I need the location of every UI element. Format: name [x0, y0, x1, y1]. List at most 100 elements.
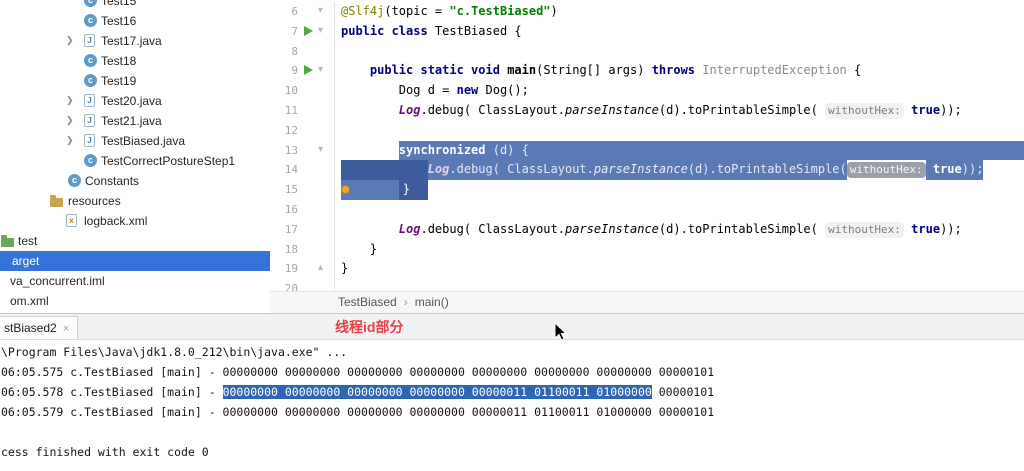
code-text[interactable]: Log.debug( ClassLayout.parseInstance(d).…: [335, 101, 1024, 121]
tree-item-label: Test15: [101, 0, 137, 8]
token: Log: [398, 221, 421, 236]
code-text[interactable]: @Slf4j(topic = "c.TestBiased"): [335, 2, 1024, 22]
tree-item[interactable]: ❯TestBiased.java: [0, 131, 270, 151]
gutter-cell: 20: [270, 279, 335, 291]
code-text[interactable]: synchronized (d) {: [335, 140, 1024, 161]
tree-item[interactable]: ❯Test17.java: [0, 31, 270, 51]
tree-item[interactable]: Test19: [0, 71, 270, 91]
gutter-cell: 19▴: [270, 259, 335, 280]
fold-icon[interactable]: ▾: [318, 143, 324, 155]
tree-item[interactable]: Test18: [0, 51, 270, 71]
code-editor[interactable]: 6 ▾ @Slf4j(topic = "c.TestBiased") 7 ▾ public…: [270, 0, 1024, 291]
code-text[interactable]: }: [335, 240, 1024, 260]
console-panel: stBiased2× 线程id部分 \Program Files\Java\jd…: [0, 313, 1024, 471]
tree-item[interactable]: Test16: [0, 11, 270, 31]
breadcrumb-method[interactable]: main(): [414, 295, 449, 309]
code-text[interactable]: Log.debug( ClassLayout.parseInstance(d).…: [335, 160, 1024, 181]
line-number: 15: [284, 183, 298, 197]
line-number: 12: [284, 123, 298, 137]
gutter-cell: 16: [270, 199, 335, 220]
tree-item[interactable]: TestCorrectPostureStep1: [0, 151, 270, 171]
token: ));: [940, 102, 962, 117]
tree-item[interactable]: logback.xml: [0, 211, 270, 231]
class-icon: [84, 14, 97, 27]
console-segment: 06:05.578 c.TestBiased [main] -: [1, 385, 223, 399]
tree-item[interactable]: om.xml: [0, 291, 270, 311]
line-number: 10: [284, 84, 298, 98]
breakpoint-dot-icon[interactable]: [341, 185, 350, 195]
tree-item-label: Test21.java: [101, 114, 162, 128]
breadcrumb-class[interactable]: TestBiased: [338, 295, 397, 309]
class-icon: [84, 154, 97, 167]
code-text[interactable]: public class TestBiased {: [335, 22, 1024, 42]
tree-item-label: om.xml: [10, 294, 49, 308]
token: InterruptedException: [702, 63, 847, 78]
line-number: 6: [291, 5, 298, 18]
chevron-right-icon[interactable]: ❯: [66, 115, 74, 125]
tree-item[interactable]: ❯ Test21.java: [0, 111, 270, 131]
token: (d).toPrintableSimple(: [687, 160, 847, 181]
chevron-right-icon[interactable]: ❯: [66, 95, 74, 105]
mouse-cursor-icon: [554, 321, 568, 347]
code-text[interactable]: public static void main(String[] args) t…: [335, 61, 1024, 81]
code-text[interactable]: [335, 121, 1024, 141]
code-text[interactable]: Log.debug( ClassLayout.parseInstance(d).…: [335, 220, 1024, 240]
token: [341, 141, 399, 161]
gutter-cell: 10: [270, 81, 335, 101]
code-line: 8: [270, 41, 1024, 62]
close-icon[interactable]: ×: [62, 323, 70, 335]
code-line: 14 Log.debug( ClassLayout.parseInstance(…: [270, 160, 1024, 181]
tree-item[interactable]: Test15: [0, 0, 270, 11]
chevron-right-icon[interactable]: ❯: [66, 35, 74, 45]
code-line: 17 Log.debug( ClassLayout.parseInstance(…: [270, 219, 1024, 240]
tree-item[interactable]: Constants: [0, 171, 270, 191]
code-text[interactable]: Dog d = new Dog();: [335, 81, 1024, 101]
gutter-cell: 9▾: [270, 61, 335, 82]
token: [341, 220, 399, 240]
line-number: 11: [284, 103, 298, 117]
code-text[interactable]: [335, 200, 1024, 220]
code-line: 7 ▾ public class TestBiased {: [270, 21, 1024, 42]
line-number: 16: [284, 202, 298, 216]
token: withoutHex:: [825, 102, 904, 119]
fold-icon[interactable]: ▴: [318, 262, 324, 274]
run-icon[interactable]: [304, 25, 313, 36]
chevron-right-icon[interactable]: ❯: [66, 135, 74, 145]
token: .debug( ClassLayout.: [420, 221, 565, 236]
token: new: [456, 83, 479, 98]
console-segment: 06:05.579 c.TestBiased [main] - 00000000…: [1, 405, 715, 419]
line-number: 13: [284, 143, 298, 157]
fold-icon[interactable]: ▾: [318, 64, 324, 76]
tree-item[interactable]: va_concurrent.iml: [0, 271, 270, 291]
token: [695, 61, 702, 81]
token: (d).toPrintableSimple(: [658, 102, 826, 117]
code-text[interactable]: }: [335, 259, 1024, 279]
token: ): [550, 4, 558, 18]
fold-icon[interactable]: ▾: [318, 5, 324, 16]
line-number: 7: [291, 24, 298, 38]
java-file-icon: [84, 134, 95, 147]
run-icon[interactable]: [304, 65, 313, 76]
tree-item[interactable]: arget: [0, 251, 270, 271]
code-text[interactable]: }: [335, 180, 1024, 200]
code-text[interactable]: [335, 42, 1024, 62]
tree-item[interactable]: ❯Test20.java: [0, 91, 270, 111]
code-line: 9▾ public static void main(String[] args…: [270, 61, 1024, 82]
token: }: [341, 241, 378, 256]
token: [341, 160, 428, 181]
tree-item[interactable]: resources: [0, 191, 270, 211]
console-tab[interactable]: stBiased2×: [0, 316, 79, 339]
gutter-cell: 13 ▾: [270, 140, 335, 161]
code-line: 11 Log.debug( ClassLayout.parseInstance(…: [270, 100, 1024, 121]
console-line: cess finished with exit code 0: [1, 445, 1024, 465]
breadcrumb: TestBiased›main(): [270, 291, 1024, 313]
code-text[interactable]: [335, 279, 1024, 291]
tree-item[interactable]: test: [0, 231, 270, 251]
tree-item-label: Test16: [101, 14, 137, 28]
token: [341, 101, 399, 121]
console-segment: 00000000 00000000 00000000 00000000 0000…: [222, 385, 652, 399]
console-output[interactable]: \Program Files\Java\jdk1.8.0_212\bin\jav…: [0, 340, 1024, 465]
line-number: 17: [284, 222, 298, 236]
token: parseInstance: [593, 160, 688, 181]
fold-icon[interactable]: ▾: [318, 24, 324, 36]
